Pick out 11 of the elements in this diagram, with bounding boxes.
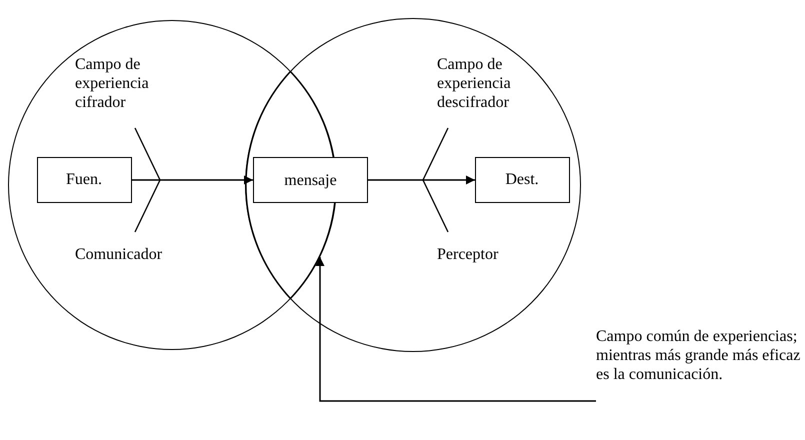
process-box: Dest. [474,156,570,202]
overlap-area [245,71,337,300]
field-label: Perceptor [437,245,500,264]
process-box: Fuen. [36,156,132,202]
arrow [368,176,475,184]
field-label: Comunicador [75,245,164,264]
field-label: Campo de experiencia descifrador [437,55,512,112]
arrow [132,176,253,184]
note-text: Campo común de experiencias; mientras más grande más eficaz es la comunicación. [596,327,801,427]
field-label: Campo de experiencia cifrador [75,55,150,112]
arrow [316,257,596,402]
